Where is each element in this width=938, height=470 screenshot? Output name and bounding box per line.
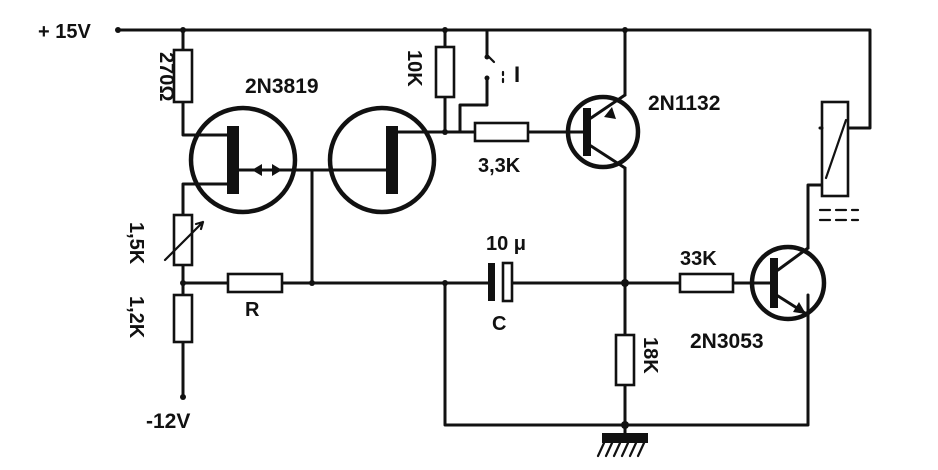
wire-fet1-source — [181, 182, 207, 397]
junction-rail-10k — [442, 27, 448, 33]
resistor-r — [226, 272, 284, 294]
label-resistor-18k: 18K — [639, 337, 661, 374]
capacitor-c — [488, 261, 514, 303]
label-output-transistor: 2N3053 — [690, 330, 764, 353]
label-fet-pair: 2N3819 — [245, 75, 319, 98]
wires — [116, 28, 872, 435]
junction-fet2-drain — [442, 129, 448, 135]
label-capacitor-value: 10 μ — [486, 233, 526, 255]
junction-fet-common — [309, 280, 315, 286]
positive-rail — [116, 28, 872, 130]
wire-fet2-drain — [423, 28, 489, 134]
label-driver-transistor: 2N1132 — [648, 92, 720, 115]
terminal-positive — [115, 27, 121, 33]
relay-coil — [818, 100, 860, 222]
junction-rail-left — [180, 27, 186, 33]
junction-rail-driver — [622, 27, 628, 33]
resistor-3-3k — [473, 121, 530, 143]
label-positive-supply: + 15V — [38, 21, 91, 43]
label-resistor-33k: 33K — [680, 248, 717, 270]
wire-output-collector — [806, 183, 824, 250]
label-potentiometer: 1,5K — [125, 222, 147, 265]
resistor-1-2k — [172, 293, 194, 344]
junction-emitter-node — [621, 279, 629, 287]
resistor-33k — [678, 272, 735, 294]
resistor-18k — [614, 333, 636, 387]
label-resistor-3-3k: 3,3K — [478, 155, 521, 177]
potentiometer-1-5k — [163, 213, 205, 267]
label-capacitor-name: C — [492, 313, 506, 335]
junctions — [115, 27, 629, 429]
fet-q1 — [188, 105, 298, 215]
label-resistor-1-2k: 1,2K — [125, 296, 147, 339]
resistor-10k — [434, 45, 456, 99]
junction-cap-ground — [442, 280, 448, 286]
resistor-270 — [172, 48, 194, 104]
label-resistor-270: 270Ω — [155, 52, 177, 101]
junction-ground — [621, 421, 629, 429]
label-switch: I — [514, 62, 520, 87]
ground-symbol — [596, 433, 648, 458]
switch-i — [484, 53, 505, 84]
label-resistor-10k: 10K — [403, 50, 425, 87]
terminal-negative — [180, 394, 186, 400]
label-resistor-r: R — [245, 299, 260, 321]
junction-timing — [180, 280, 186, 286]
label-negative-supply: -12V — [146, 410, 190, 433]
fet-q2 — [272, 105, 437, 215]
transistor-output — [749, 244, 827, 322]
transistor-driver — [565, 93, 641, 170]
